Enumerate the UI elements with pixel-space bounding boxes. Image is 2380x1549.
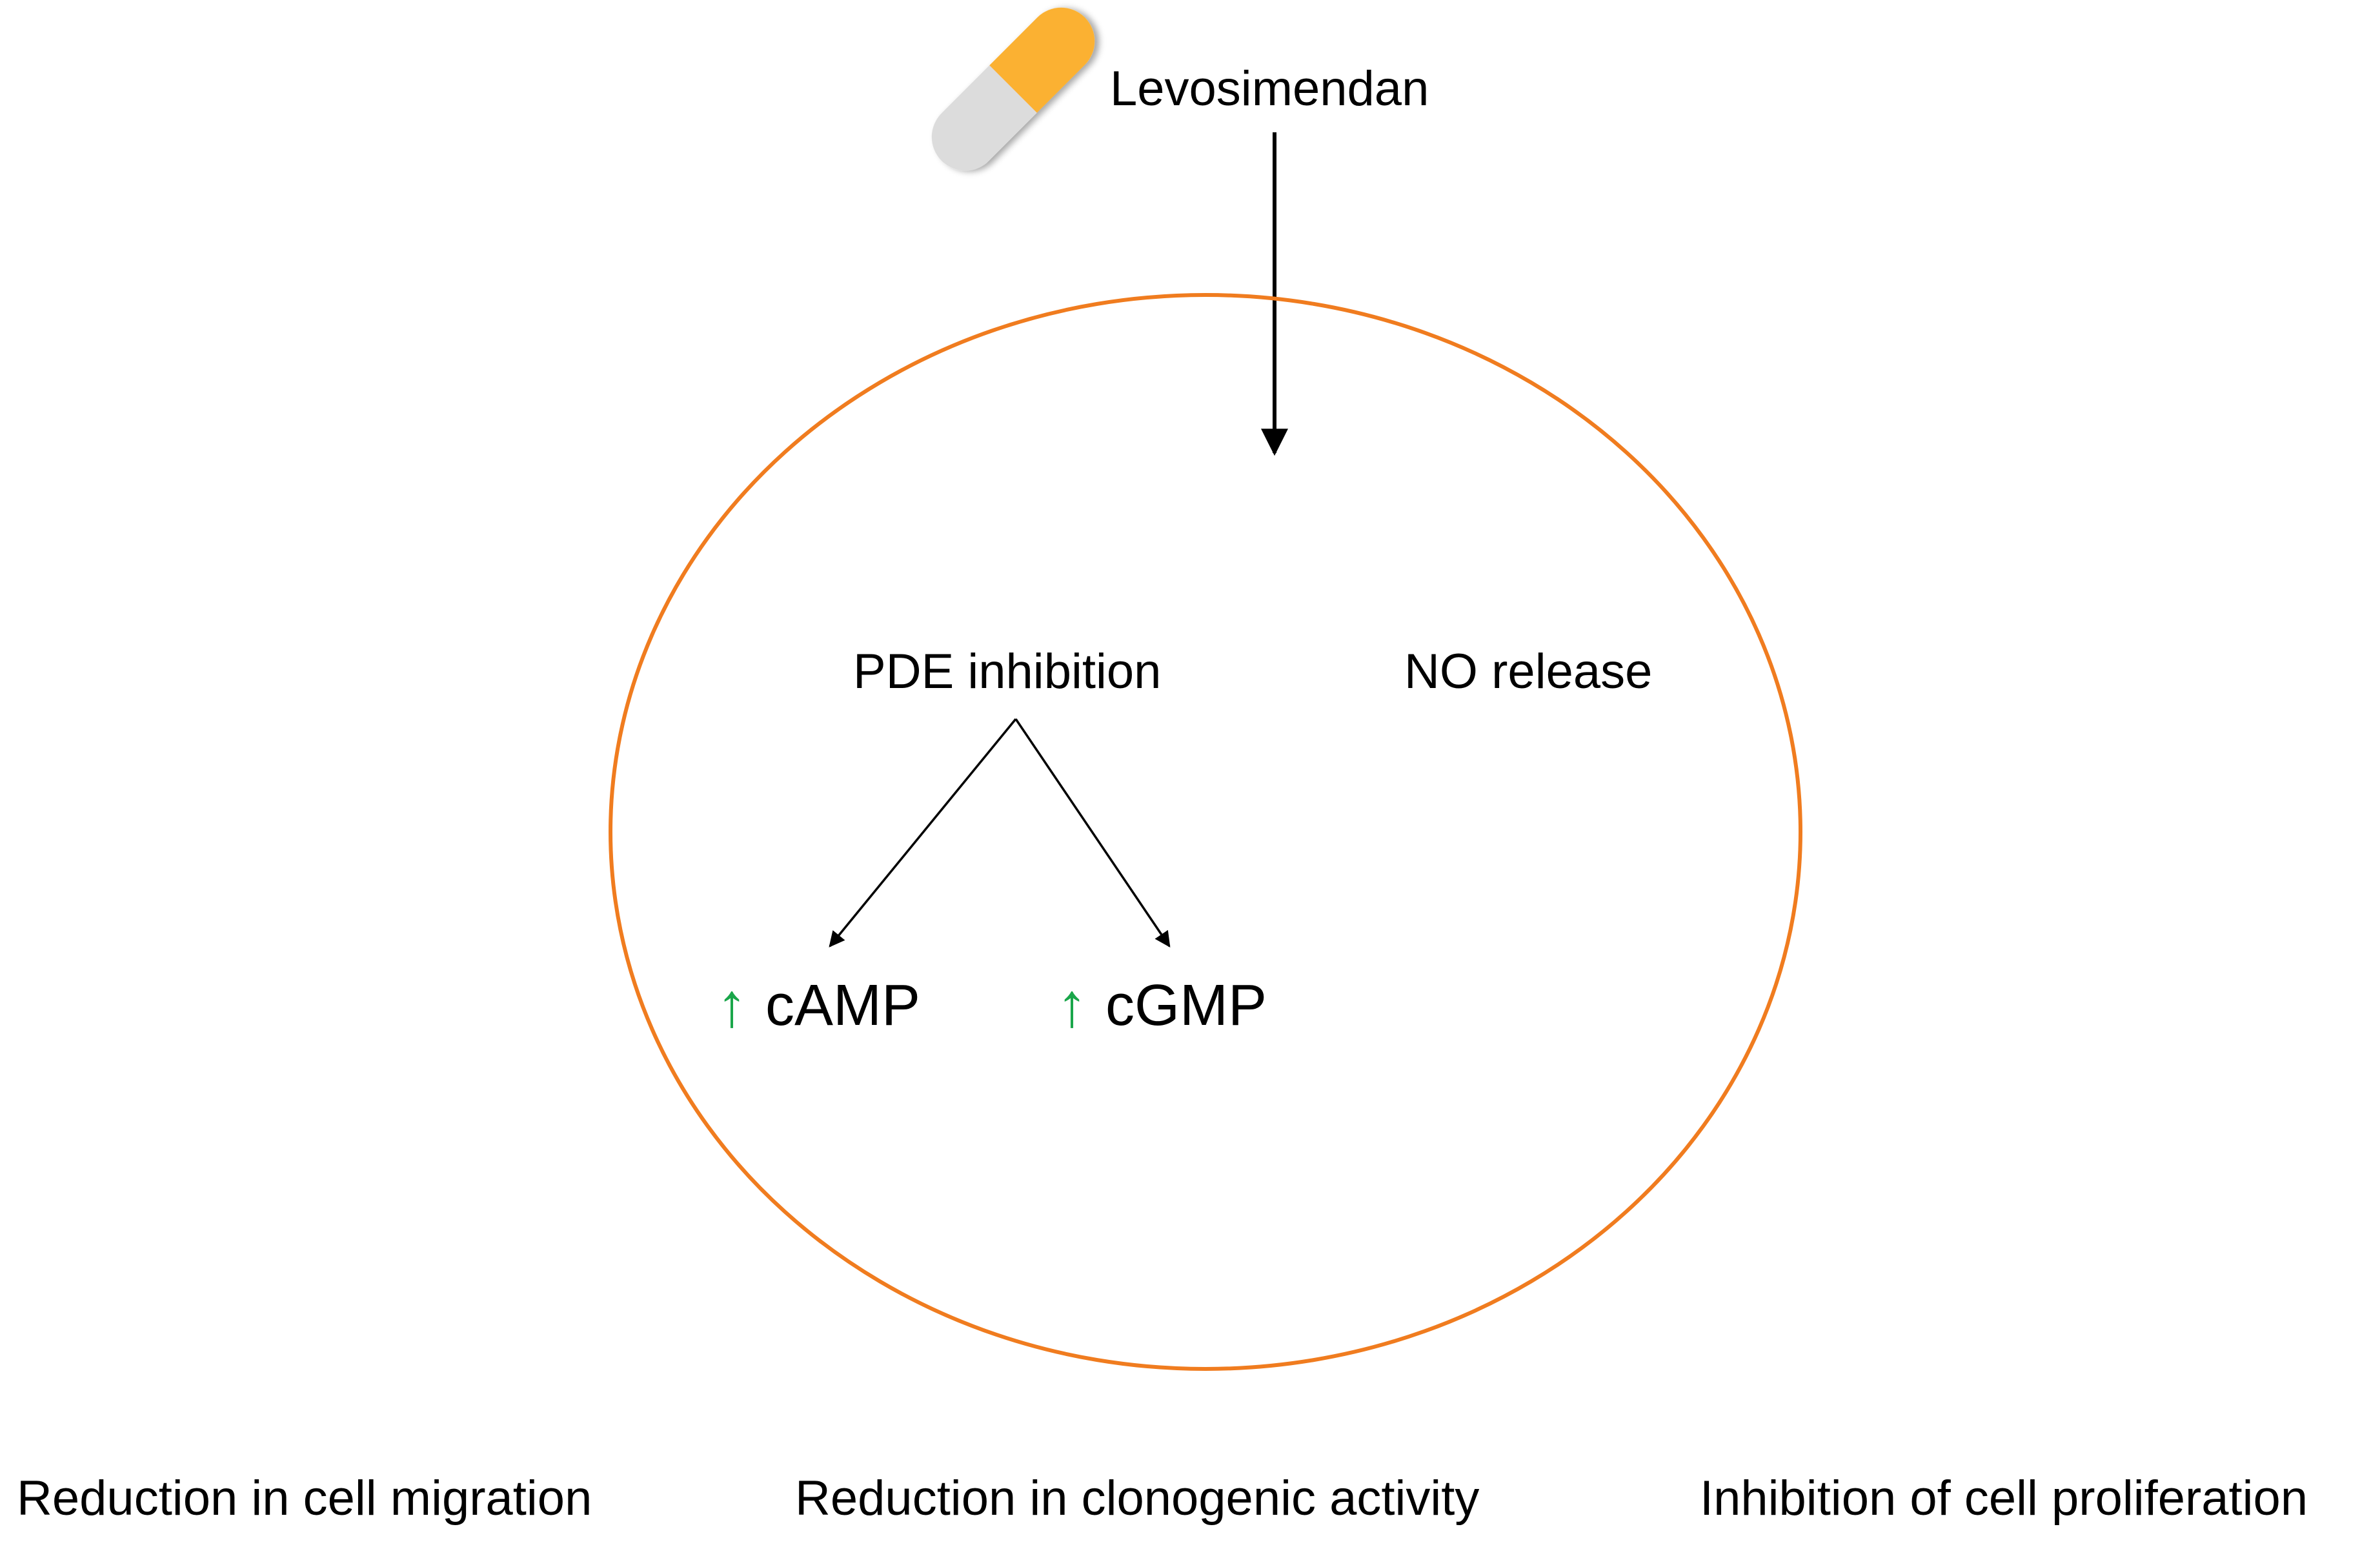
- camp-label: cAMP: [765, 973, 921, 1038]
- capsule-icon: [931, 7, 1095, 171]
- cgmp-node: ↑ cGMP: [1056, 975, 1267, 1037]
- no-release-label: NO release: [1404, 644, 1653, 699]
- up-arrow-icon: ↑: [1056, 971, 1087, 1040]
- outcome-clonogenic-activity: Reduction in clonogenic activity: [795, 1471, 1480, 1526]
- capsule-cap: [989, 7, 1095, 113]
- outcome-cell-proliferation: Inhibition of cell proliferation: [1700, 1471, 2308, 1526]
- capsule-body: [931, 65, 1037, 171]
- cell-membrane: [609, 293, 1802, 1371]
- drug-label: Levosimendan: [1110, 61, 1429, 116]
- outcome-cell-migration: Reduction in cell migration: [17, 1471, 592, 1526]
- arrow-to-camp: [829, 718, 1017, 947]
- up-arrow-icon: ↑: [716, 971, 747, 1040]
- camp-node: ↑ cAMP: [716, 975, 920, 1037]
- cgmp-label: cGMP: [1105, 973, 1267, 1038]
- arrow-to-cgmp: [1014, 718, 1171, 948]
- pde-inhibition-label: PDE inhibition: [853, 644, 1162, 699]
